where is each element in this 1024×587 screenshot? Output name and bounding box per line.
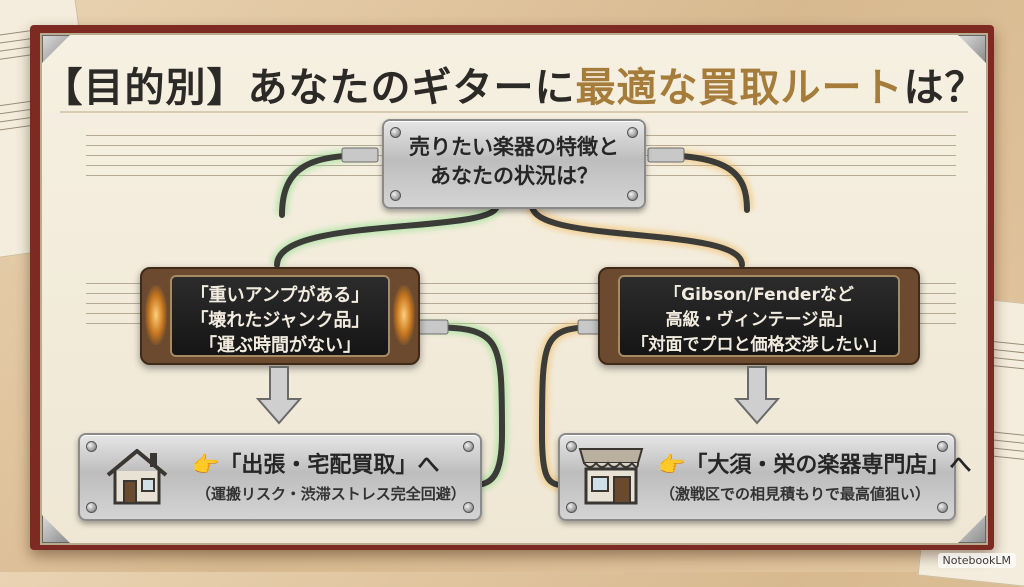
left-condition-line-2: 「壊れたジャンク品」 (190, 310, 370, 331)
right-result-text: 「大須・栄の楽器専門店」へ (685, 453, 972, 478)
diagram-panel: 【目的別】あなたのギターに最適な買取ルートは？ (40, 33, 988, 545)
right-condition-line-3: 「対面でプロと価格交渉したい」 (631, 335, 887, 355)
right-condition-panel: 「Gibson/Fenderなど 高級・ヴィンテージ品」 「対面でプロと価格交渉… (598, 267, 920, 365)
cable-connectors (271, 147, 753, 491)
left-result-sub: （運搬リスク・渋滞ストレス完全回避） (196, 485, 466, 503)
title-suffix: は？ (903, 64, 986, 111)
left-result-text: 「出張・宅配買取」へ (219, 453, 440, 478)
left-condition-screen: 「重いアンプがある」 「壊れたジャンク品」 「運ぶ時間がない」 (170, 275, 390, 357)
right-result-sub: （激戦区での相見積もりで最高値狙い） (660, 485, 931, 503)
right-condition-line-1: 「Gibson/Fenderなど (664, 285, 854, 305)
title-highlight: 最適な買取ルート (575, 64, 904, 111)
question-text: 売りたい楽器の特徴と あなたの状況は？ (384, 133, 644, 191)
left-condition-panel: 「重いアンプがある」 「壊れたジャンク品」 「運ぶ時間がない」 (140, 267, 420, 365)
diagram-board: 【目的別】あなたのギターに最適な買取ルートは？ (30, 25, 994, 550)
title-divider (60, 111, 968, 113)
page-title: 【目的別】あなたのギターに最適な買取ルートは？ (42, 55, 986, 113)
pointing-hand-icon: 👉 (192, 453, 220, 478)
arrow-down-icon (734, 366, 780, 425)
question-line-1: 売りたい楽器の特徴と (409, 135, 619, 159)
title-prefix: 【目的別】あなたのギターに (42, 64, 576, 111)
right-result-label: 👉「大須・栄の楽器専門店」へ (658, 447, 971, 479)
lamp-glow (145, 285, 167, 345)
house-icon (106, 449, 168, 505)
left-result-plate: 👉「出張・宅配買取」へ （運搬リスク・渋滞ストレス完全回避） (78, 433, 482, 521)
arrow-down-icon (256, 366, 302, 425)
lamp-glow (393, 285, 415, 345)
left-result-label: 👉「出張・宅配買取」へ (192, 447, 439, 479)
music-staff (86, 283, 956, 324)
pointing-hand-icon: 👉 (658, 453, 686, 478)
right-result-plate: 👉「大須・栄の楽器専門店」へ （激戦区での相見積もりで最高値狙い） (558, 433, 971, 521)
storefront-icon (578, 448, 644, 505)
question-line-2: あなたの状況は？ (430, 164, 598, 188)
watermark: NotebookLM (937, 553, 1016, 568)
right-condition-line-2: 高級・ヴィンテージ品」 (665, 310, 853, 330)
question-plate: 売りたい楽器の特徴と あなたの状況は？ (382, 119, 646, 209)
left-condition-line-3: 「運ぶ時間がない」 (199, 335, 361, 356)
left-condition-line-1: 「重いアンプがある」 (190, 285, 370, 306)
right-condition-screen: 「Gibson/Fenderなど 高級・ヴィンテージ品」 「対面でプロと価格交渉… (618, 275, 900, 357)
